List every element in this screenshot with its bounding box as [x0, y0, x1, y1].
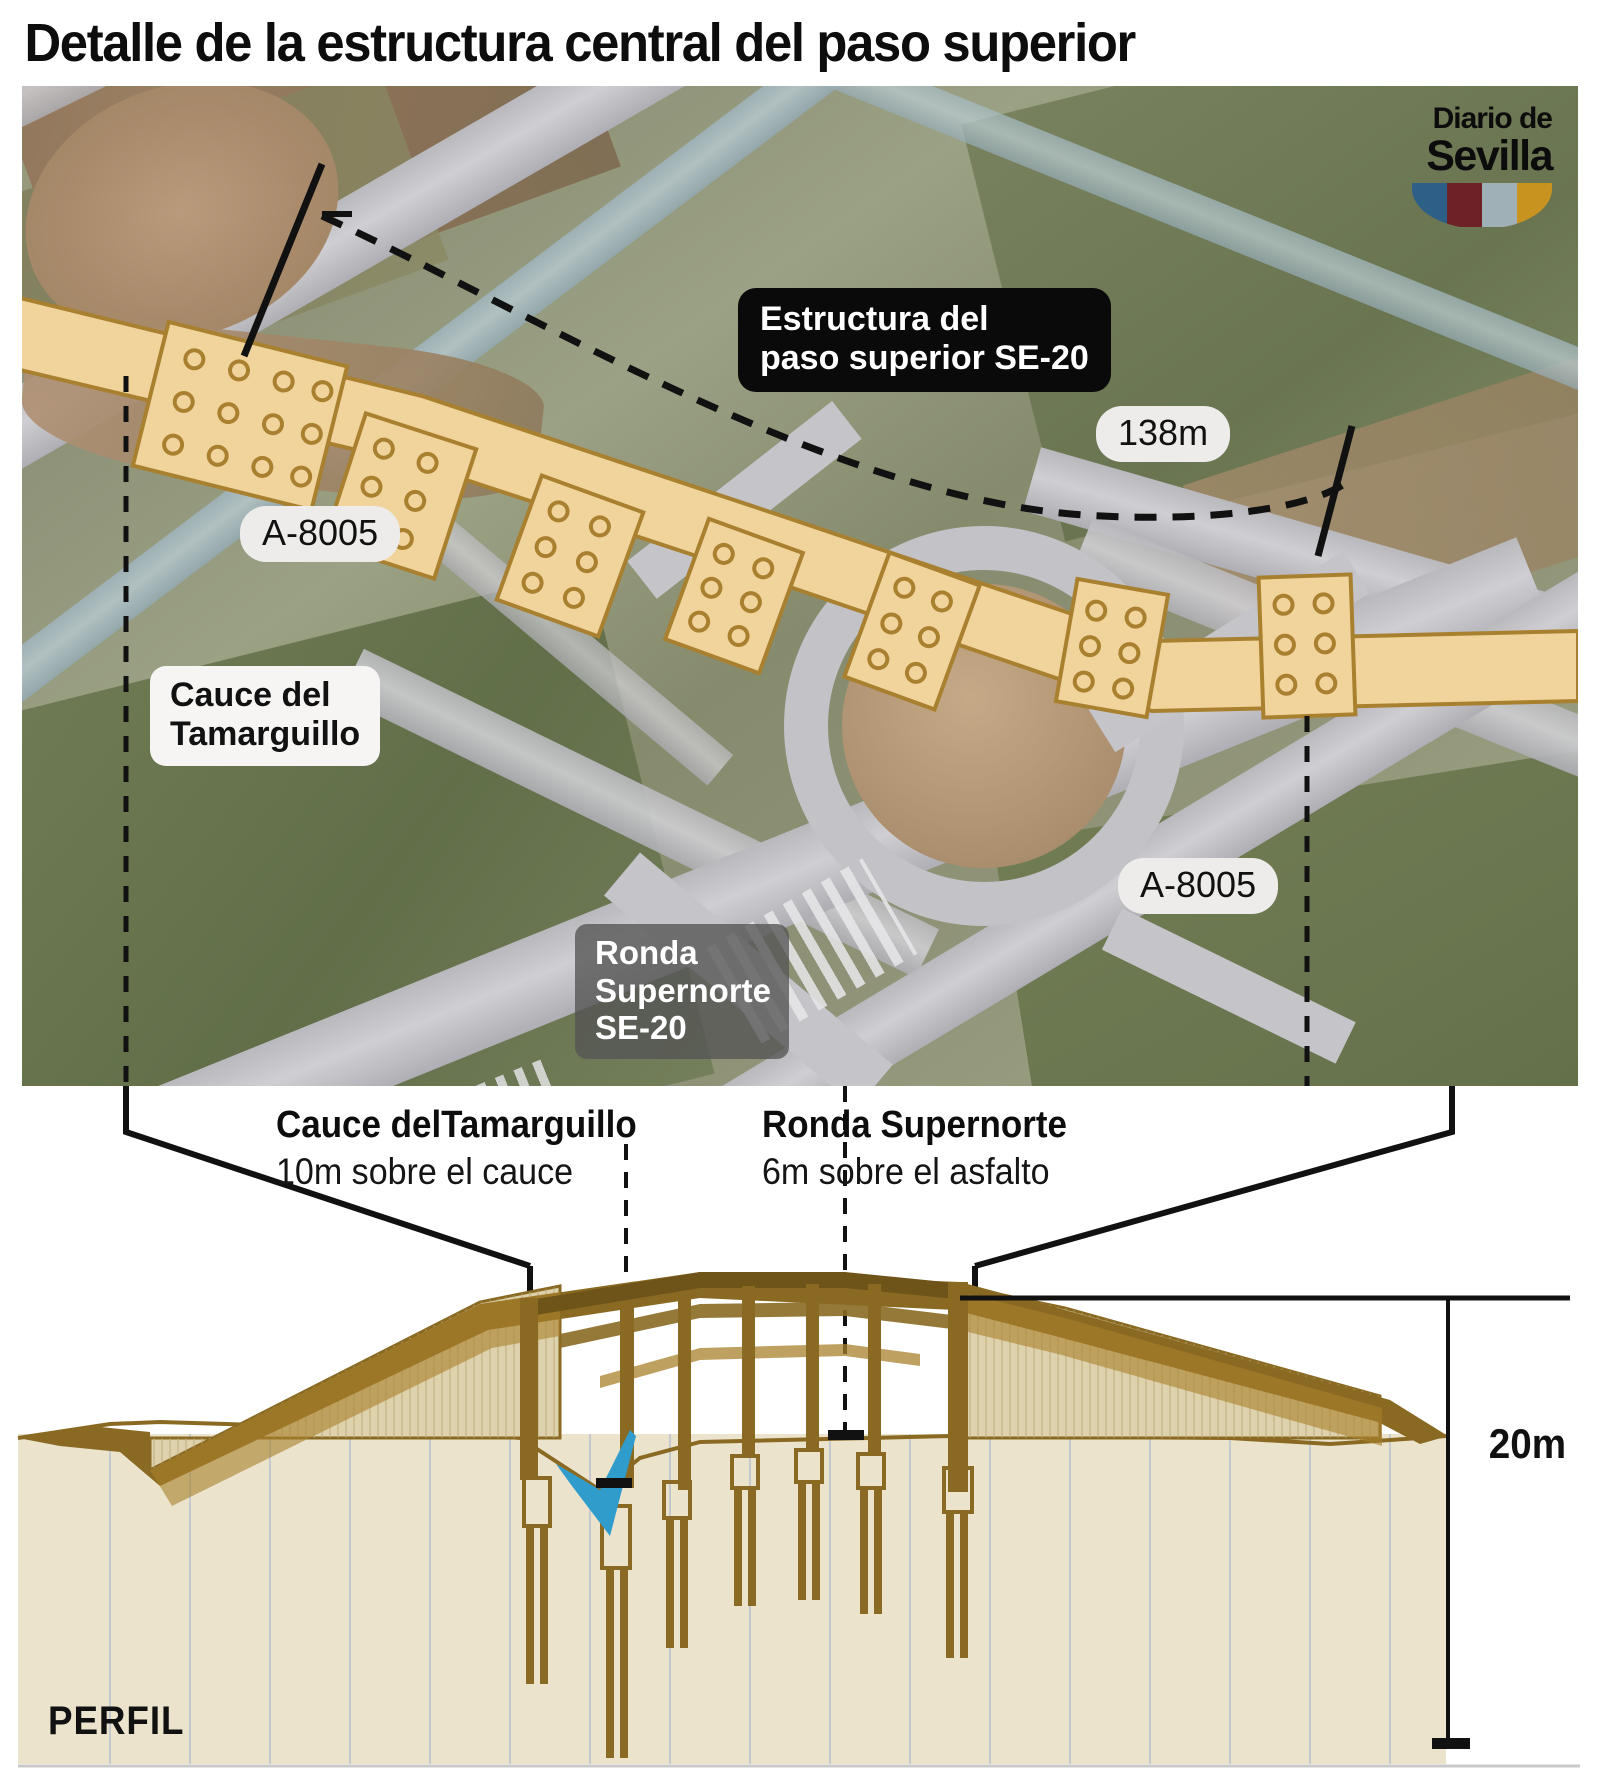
label-structure: Estructura del paso superior SE-20 — [738, 288, 1111, 392]
label-road-a8005-left: A-8005 — [240, 506, 401, 563]
label-structure-line2: paso superior SE-20 — [760, 338, 1089, 377]
pier-column-2 — [678, 1292, 691, 1490]
callout-ronda: Ronda Supernorte 6m sobre el asfalto — [762, 1104, 1093, 1193]
watercourse-section — [556, 1430, 636, 1536]
aerial-map-panel: Estructura del paso superior SE-20 138m … — [22, 86, 1578, 1086]
callout-cauce-subtitle: 10m sobre el cauce — [276, 1151, 574, 1192]
label-structure-line1: Estructura del — [760, 300, 989, 338]
cross-section-drawing — [17, 1080, 1580, 1768]
pile-foundations — [522, 1448, 974, 1758]
pier-cap-5 — [841, 549, 983, 713]
label-ronda-line1: Ronda — [595, 934, 698, 971]
span-tick-right — [1314, 425, 1356, 557]
abutment-right — [948, 1282, 968, 1492]
deck-girder — [560, 1302, 960, 1348]
span-dashed-line — [320, 212, 1355, 521]
logo-line-sevilla: Sevilla — [1426, 132, 1553, 180]
pier-cap-3 — [494, 472, 646, 640]
label-cauce-tamarguillo: Cauce del Tamarguillo — [150, 666, 381, 766]
logo-fan-icon — [1412, 183, 1552, 228]
pier-columns — [620, 1284, 881, 1490]
label-span-length: 138m — [1096, 406, 1231, 463]
scale-bottom-marker — [1432, 1738, 1470, 1749]
leader-left — [123, 1080, 531, 1269]
embankment-left-inner — [150, 1292, 560, 1506]
bridge-overlay — [22, 162, 1578, 1086]
label-cauce-line2: Tamarguillo — [170, 714, 361, 753]
span-tick-left — [240, 162, 326, 358]
bridge-deck-profile — [530, 1272, 965, 1316]
pier-cap-4 — [662, 516, 806, 676]
callout-cauce: Cauce delTamarguillo 10m sobre el cauce — [276, 1104, 668, 1193]
label-ronda-line2: Supernorte — [595, 971, 772, 1009]
abutment-left — [520, 1298, 538, 1480]
pier-column-3 — [742, 1286, 755, 1456]
scale-label-20m: 20m — [1488, 1420, 1566, 1467]
pile-group-5 — [856, 1452, 886, 1614]
pile-group-abutment-right — [942, 1466, 974, 1658]
callout-cauce-title: Cauce delTamarguillo — [276, 1104, 637, 1146]
profile-panel: Cauce delTamarguillo 10m sobre el cauce … — [0, 1080, 1600, 1772]
label-cauce-line1: Cauce del — [170, 676, 331, 714]
label-ronda-supernorte: Ronda Supernorte SE-20 — [575, 924, 790, 1059]
pier-cap-6 — [1053, 576, 1171, 720]
water-level-marker — [596, 1478, 632, 1488]
pier-group — [130, 319, 1358, 720]
callout-ronda-subtitle: 6m sobre el asfalto — [762, 1151, 1050, 1192]
logo-line-diario: Diario de — [1432, 102, 1553, 135]
asphalt-level-marker — [828, 1430, 864, 1440]
pier-column-5 — [868, 1284, 881, 1454]
pile-group-3 — [730, 1454, 760, 1606]
pile-group-2 — [662, 1480, 692, 1648]
label-road-a8005-right: A-8005 — [1118, 858, 1279, 915]
profile-section-label: PERFIL — [48, 1699, 185, 1743]
pile-group-4 — [794, 1448, 824, 1600]
pier-cap-1 — [130, 319, 350, 513]
pier-cap-7 — [1256, 572, 1358, 720]
pier-column-4 — [806, 1284, 819, 1450]
page-title: Detalle de la estructura central del pas… — [24, 13, 1136, 73]
publisher-logo: Diario de Sevilla — [1412, 102, 1554, 228]
leader-right — [974, 1080, 1455, 1269]
label-ronda-line3: SE-20 — [595, 1009, 687, 1047]
pile-group-abutment-left — [522, 1476, 552, 1684]
callout-ronda-title: Ronda Supernorte — [762, 1104, 1067, 1146]
embankment-right-inner — [960, 1292, 1382, 1446]
page-header: Detalle de la estructura central del pas… — [0, 0, 1600, 86]
